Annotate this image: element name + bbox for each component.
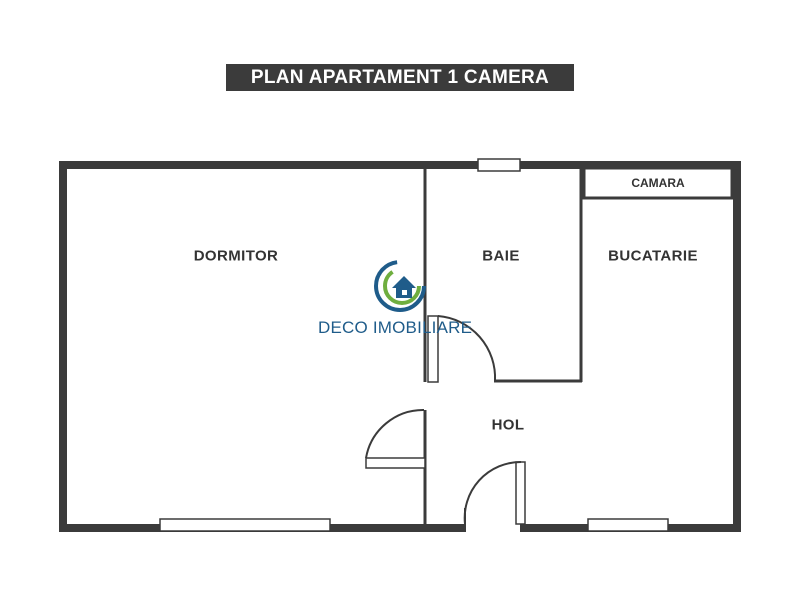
window-bottom-right (587, 518, 669, 532)
door-dormitor-swing (365, 408, 425, 459)
door-baie-leaf (427, 315, 439, 383)
room-label-baie: BAIE (482, 247, 520, 265)
window-bottom-left (159, 518, 331, 532)
camara-box (582, 166, 734, 200)
outer-wall (59, 161, 741, 532)
room-label-bucatarie: BUCATARIE (608, 247, 698, 265)
room-label-camara: CAMARA (631, 176, 685, 190)
door-baie-swing (437, 315, 497, 382)
door-entrance-leaf (515, 461, 526, 525)
door-entrance-swing (463, 460, 522, 525)
logo-text: DECO IMOBILIARE (318, 318, 473, 337)
plan-title: PLAN APARTAMENT 1 CAMERA (226, 64, 574, 91)
deco-imobiliare-logo: DECO IMOBILIARE (318, 258, 488, 342)
room-label-dormitor: DORMITOR (193, 247, 279, 265)
house-swirl-logo-icon (374, 260, 426, 312)
door-dormitor-leaf (365, 457, 426, 469)
room-label-hol: HOL (491, 416, 525, 434)
window-top (477, 158, 521, 172)
